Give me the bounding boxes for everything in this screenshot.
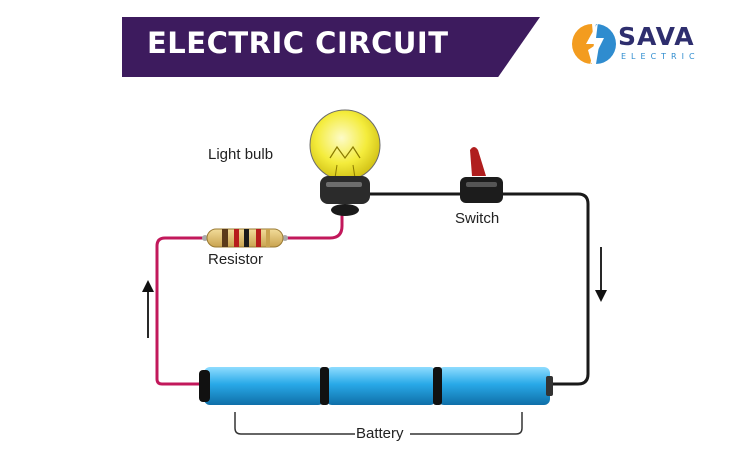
wire-positive [155, 236, 206, 386]
brand-tagline: ELECTRIC [621, 52, 700, 61]
label-resistor: Resistor [208, 251, 264, 268]
label-battery: Battery [356, 425, 404, 442]
title-banner [122, 17, 540, 77]
resistor [202, 228, 288, 248]
brand-name: SAVA [618, 22, 695, 51]
battery [199, 367, 553, 405]
sava-logo-icon [572, 22, 616, 66]
label-switch: Switch [455, 210, 500, 227]
light-bulb [309, 109, 381, 216]
arrow-down-icon [595, 247, 607, 302]
battery-bracket [234, 412, 523, 435]
page-title: ELECTRIC CIRCUIT [147, 26, 449, 60]
wire-negative [360, 192, 590, 386]
wire-resistor-to-bulb [285, 208, 344, 240]
arrow-up-icon [142, 280, 154, 338]
switch [460, 147, 503, 203]
label-light-bulb: Light bulb [208, 146, 274, 163]
